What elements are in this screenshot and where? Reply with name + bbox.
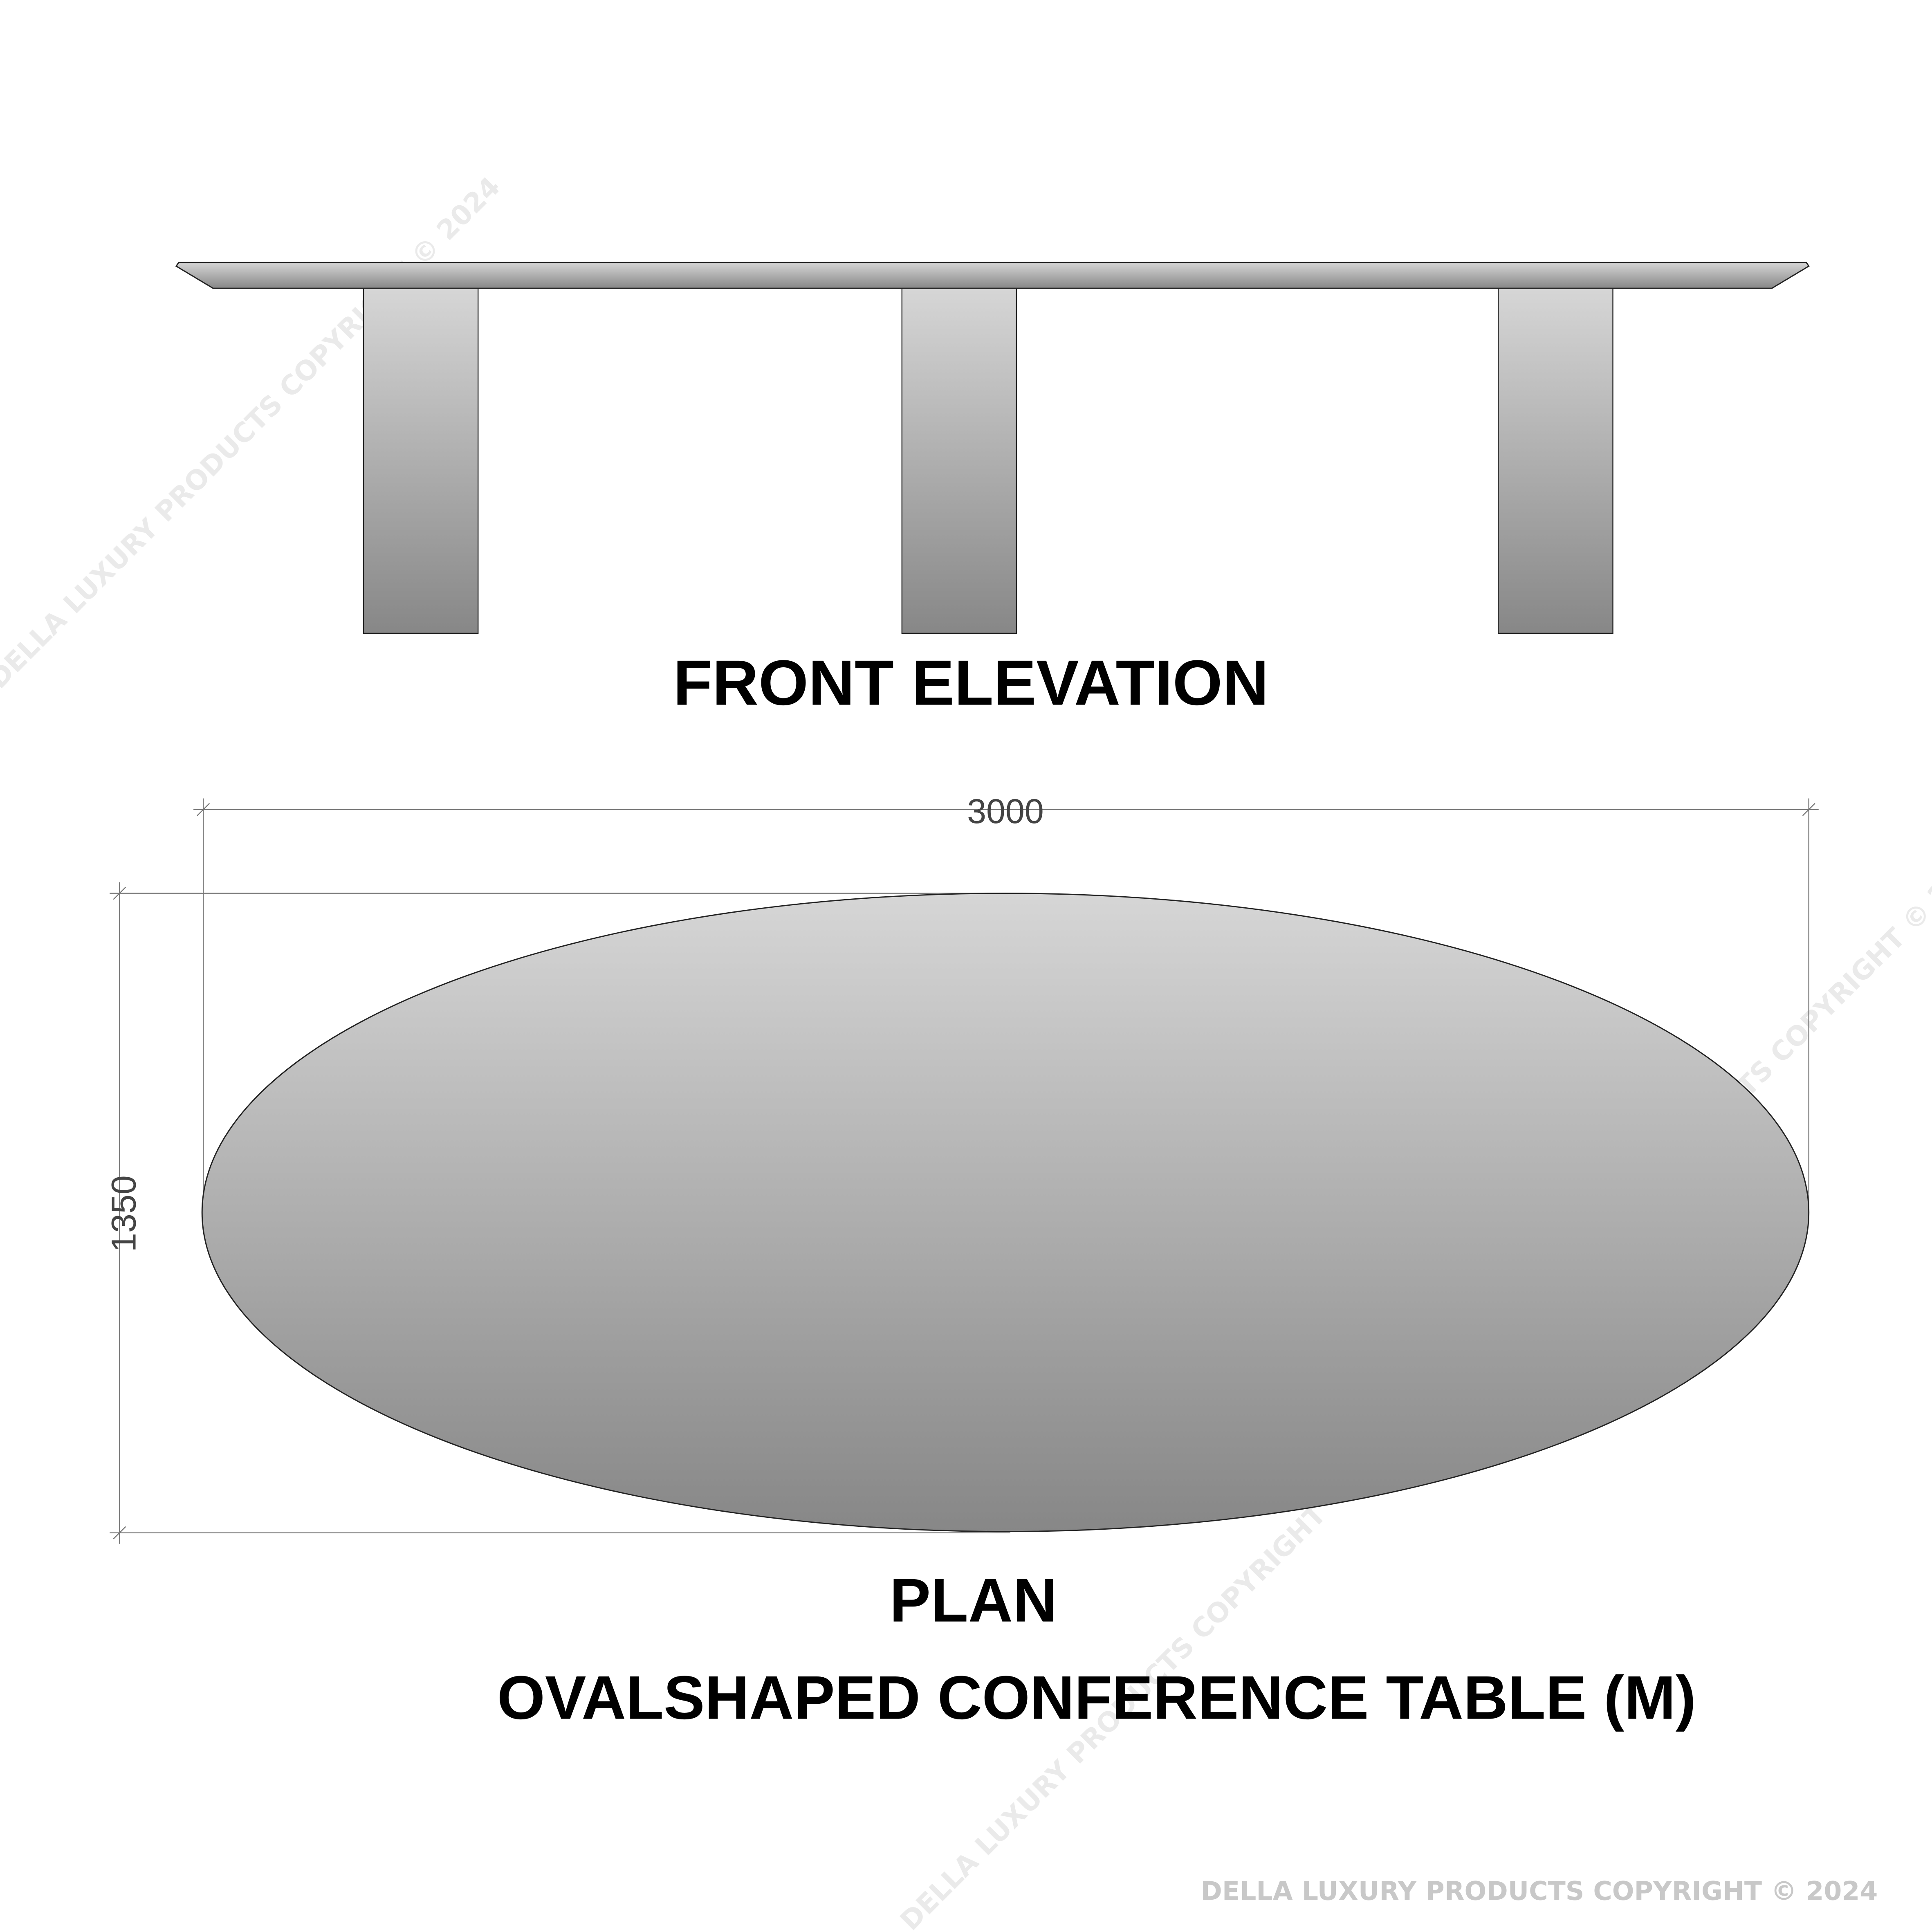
- table-leg-left: [363, 287, 479, 634]
- dimension-width: [110, 882, 1010, 1544]
- plan-view: 3000 1350 PLAN OVALSHAPED CONFERENCE TAB…: [104, 792, 1819, 1732]
- front-elevation: FRONT ELEVATION: [175, 262, 1810, 719]
- dimension-width-value: 1350: [104, 1175, 143, 1252]
- front-elevation-label: FRONT ELEVATION: [673, 647, 1269, 719]
- tabletop-elevation: [175, 262, 1810, 289]
- oval-tabletop-plan: [201, 893, 1810, 1533]
- dimension-length-value: 3000: [967, 792, 1044, 830]
- table-leg-center: [901, 287, 1017, 634]
- dimension-length: [193, 798, 1819, 1208]
- plan-label: PLAN: [890, 1566, 1057, 1635]
- drawing-title: OVALSHAPED CONFERENCE TABLE (M): [497, 1663, 1696, 1732]
- copyright-footer: DELLA LUXURY PRODUCTS COPYRIGHT © 2024: [1200, 1876, 1878, 1906]
- table-leg-right: [1498, 287, 1613, 634]
